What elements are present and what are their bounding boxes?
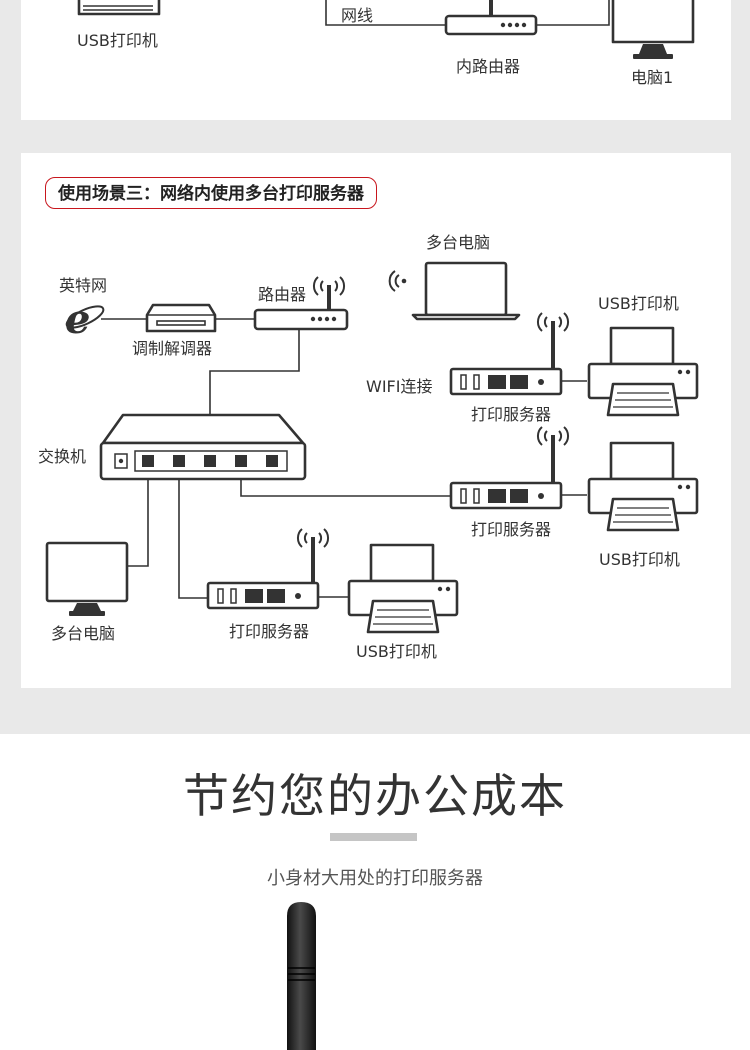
desktop-icon [45, 541, 129, 616]
switch-icon [99, 413, 307, 481]
promo-subtitle: 小身材大用处的打印服务器 [267, 868, 483, 889]
scenario-three-title: 使用场景三：网络内使用多台打印服务器 [45, 177, 377, 209]
modem-icon [145, 303, 217, 333]
laptop-icon [411, 261, 521, 321]
printer-b-label: USB打印机 [599, 550, 680, 569]
print-server-a-label: 打印服务器 [471, 405, 551, 424]
switch-label: 交换机 [38, 447, 86, 466]
desktop-label: 多台电脑 [51, 624, 115, 643]
usb-printer-a-icon [587, 326, 699, 417]
printer-a-label: USB打印机 [598, 294, 679, 313]
scenario-three-card: 使用场景三：网络内使用多台打印服务器 多台电脑 英特网 e [21, 153, 731, 688]
usb-printer-b-icon [587, 441, 699, 532]
usb-printer-c-icon [347, 543, 459, 634]
scenario-two-card: USB打印机 网线 内路由器 电脑1 [21, 0, 731, 120]
computer-one-label: 电脑1 [631, 68, 673, 87]
cable-line [325, 0, 446, 26]
inner-router-label: 内路由器 [456, 57, 520, 76]
inner-router-icon [444, 0, 538, 36]
top-usb-printer-label: USB打印机 [77, 31, 158, 50]
print-server-b-icon [449, 426, 570, 510]
scenario-two-diagram: USB打印机 网线 内路由器 电脑1 [77, 0, 695, 87]
cable-label: 网线 [341, 6, 373, 25]
wifi-signal-icon [388, 270, 407, 292]
print-server-wifi-icon [449, 312, 570, 396]
print-server-c-icon [206, 528, 330, 610]
laptop-label: 多台电脑 [426, 233, 490, 252]
heading-underline [330, 833, 417, 841]
promo-section: 节约您的办公成本 小身材大用处的打印服务器 [0, 734, 750, 1050]
internet-label: 英特网 [59, 276, 107, 295]
router-pc-line [536, 0, 610, 26]
antenna-photo [287, 902, 316, 1050]
modem-label: 调制解调器 [132, 339, 212, 358]
print-server-b-label: 打印服务器 [471, 520, 551, 539]
router-wifi-icon [312, 276, 346, 311]
antenna-icon [287, 902, 316, 1050]
network-diagram: 多台电脑 英特网 e 调制解调器 路由器 [38, 233, 699, 661]
wifi-connection-label: WIFI连接 [366, 377, 432, 396]
router-label: 路由器 [258, 285, 306, 304]
internet-explorer-icon: e [65, 296, 105, 343]
print-server-c-label: 打印服务器 [229, 622, 309, 641]
promo-heading: 节约您的办公成本 [183, 769, 567, 823]
printer-c-label: USB打印机 [356, 642, 437, 661]
computer-one-icon [611, 0, 695, 59]
usb-printer-icon [77, 0, 161, 16]
router-icon [253, 308, 349, 331]
